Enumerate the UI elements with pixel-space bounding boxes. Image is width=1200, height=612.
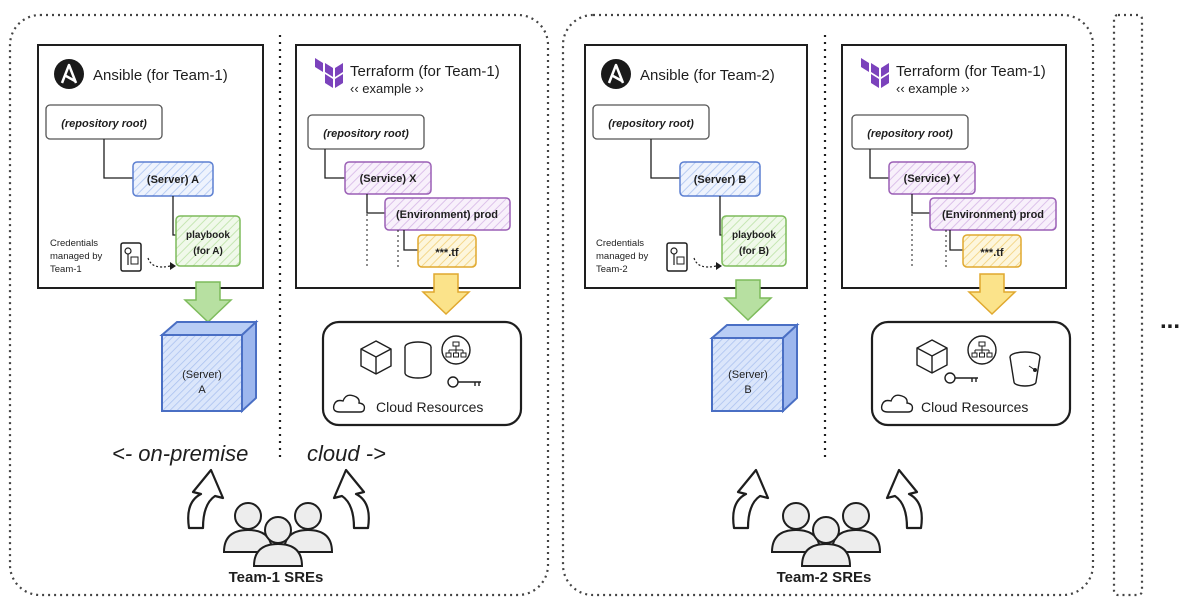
team-2-panel: [561, 13, 1095, 597]
service-node: (Service) X: [360, 173, 418, 185]
down-arrow-green: [183, 281, 233, 324]
team-1-sres-label: Team-1 SREs: [229, 569, 324, 586]
cloud-resources-label: Cloud Resources: [376, 399, 483, 415]
cloud-label: cloud ->: [307, 441, 386, 466]
cloud-resources-label: Cloud Resources: [921, 399, 1028, 415]
repo-root-node: (repository root): [608, 118, 694, 130]
server-cube-label: (Server): [728, 369, 768, 381]
server-cube-id: B: [744, 384, 751, 396]
server-cube-id: A: [198, 384, 206, 396]
up-arrow-right: [332, 468, 370, 530]
key-icon: [944, 372, 978, 384]
server-node: (Server) A: [147, 174, 199, 186]
key-icon: [447, 376, 481, 388]
credentials-label: Credentials: [596, 238, 644, 249]
terraform-title: Terraform (for Team-1): [896, 63, 1046, 80]
credentials-label: managed by: [50, 251, 103, 262]
terraform-subtitle: ‹‹ example ››: [350, 81, 424, 96]
environment-node: (Environment) prod: [396, 209, 498, 221]
team-1-ansible-box: Ansible (for Team-1) (repository root) (…: [37, 44, 264, 289]
down-arrow-yellow: [967, 273, 1017, 316]
playbook-node: playbook: [186, 230, 230, 241]
locked-key-icon: [666, 242, 688, 272]
cube-icon: [916, 339, 948, 374]
cloud-icon: [880, 394, 914, 413]
up-arrow-right: [885, 468, 923, 530]
tf-file-node: ***.tf: [980, 247, 1004, 259]
cube-icon: [360, 340, 392, 375]
cloud-resources-box-2: Cloud Resources: [870, 320, 1072, 427]
team-2-ansible-box: Ansible (for Team-2) (repository root) (…: [584, 44, 808, 289]
on-premise-label: <- on-premise: [112, 441, 248, 466]
tf-file-node: ***.tf: [435, 247, 459, 259]
playbook-target: (for B): [739, 246, 769, 257]
locked-key-icon: [120, 242, 142, 272]
terraform-title: Terraform (for Team-1): [350, 63, 500, 80]
repo-root-node: (repository root): [61, 118, 147, 130]
server-node: (Server) B: [694, 174, 747, 186]
sre-group-icon: [223, 502, 333, 567]
network-icon: [441, 335, 471, 365]
sre-group-icon: [771, 502, 881, 567]
more-indicator: ...: [1160, 307, 1180, 334]
credentials-label: Team-2: [596, 264, 628, 275]
playbook-node: playbook: [732, 230, 776, 241]
playbook-target: (for A): [193, 246, 223, 257]
team-2-sres-label: Team-2 SREs: [777, 569, 872, 586]
bucket-icon: [1009, 351, 1041, 387]
credentials-label: managed by: [596, 251, 649, 262]
ansible-title: Ansible (for Team-2): [640, 67, 775, 84]
server-cube-label: (Server): [182, 369, 222, 381]
down-arrow-yellow: [421, 273, 471, 316]
up-arrow-left: [732, 468, 770, 530]
team-1-terraform-box: Terraform (for Team-1) ‹‹ example ›› (re…: [295, 44, 521, 289]
team-2-terraform-box: Terraform (for Team-1) ‹‹ example ›› (re…: [841, 44, 1067, 289]
server-cube-a: (Server) A: [159, 319, 259, 414]
terraform-subtitle: ‹‹ example ››: [896, 81, 970, 96]
network-icon: [967, 335, 997, 365]
ansible-title: Ansible (for Team-1): [93, 67, 228, 84]
credentials-label: Team-1: [50, 264, 82, 275]
server-cube-b: (Server) B: [709, 322, 800, 414]
up-arrow-left: [187, 468, 225, 530]
repo-root-node: (repository root): [867, 128, 953, 140]
environment-node: (Environment) prod: [942, 209, 1044, 221]
down-arrow-green: [723, 279, 773, 322]
ansible-logo-icon: [52, 57, 86, 91]
service-node: (Service) Y: [904, 173, 961, 185]
cloud-resources-box-1: Cloud Resources: [321, 320, 523, 427]
more-teams-panel: [1112, 13, 1144, 597]
repo-root-node: (repository root): [323, 128, 409, 140]
credentials-label: Credentials: [50, 238, 98, 249]
ansible-logo-icon: [599, 57, 633, 91]
cloud-icon: [332, 394, 366, 413]
database-icon: [404, 341, 432, 379]
